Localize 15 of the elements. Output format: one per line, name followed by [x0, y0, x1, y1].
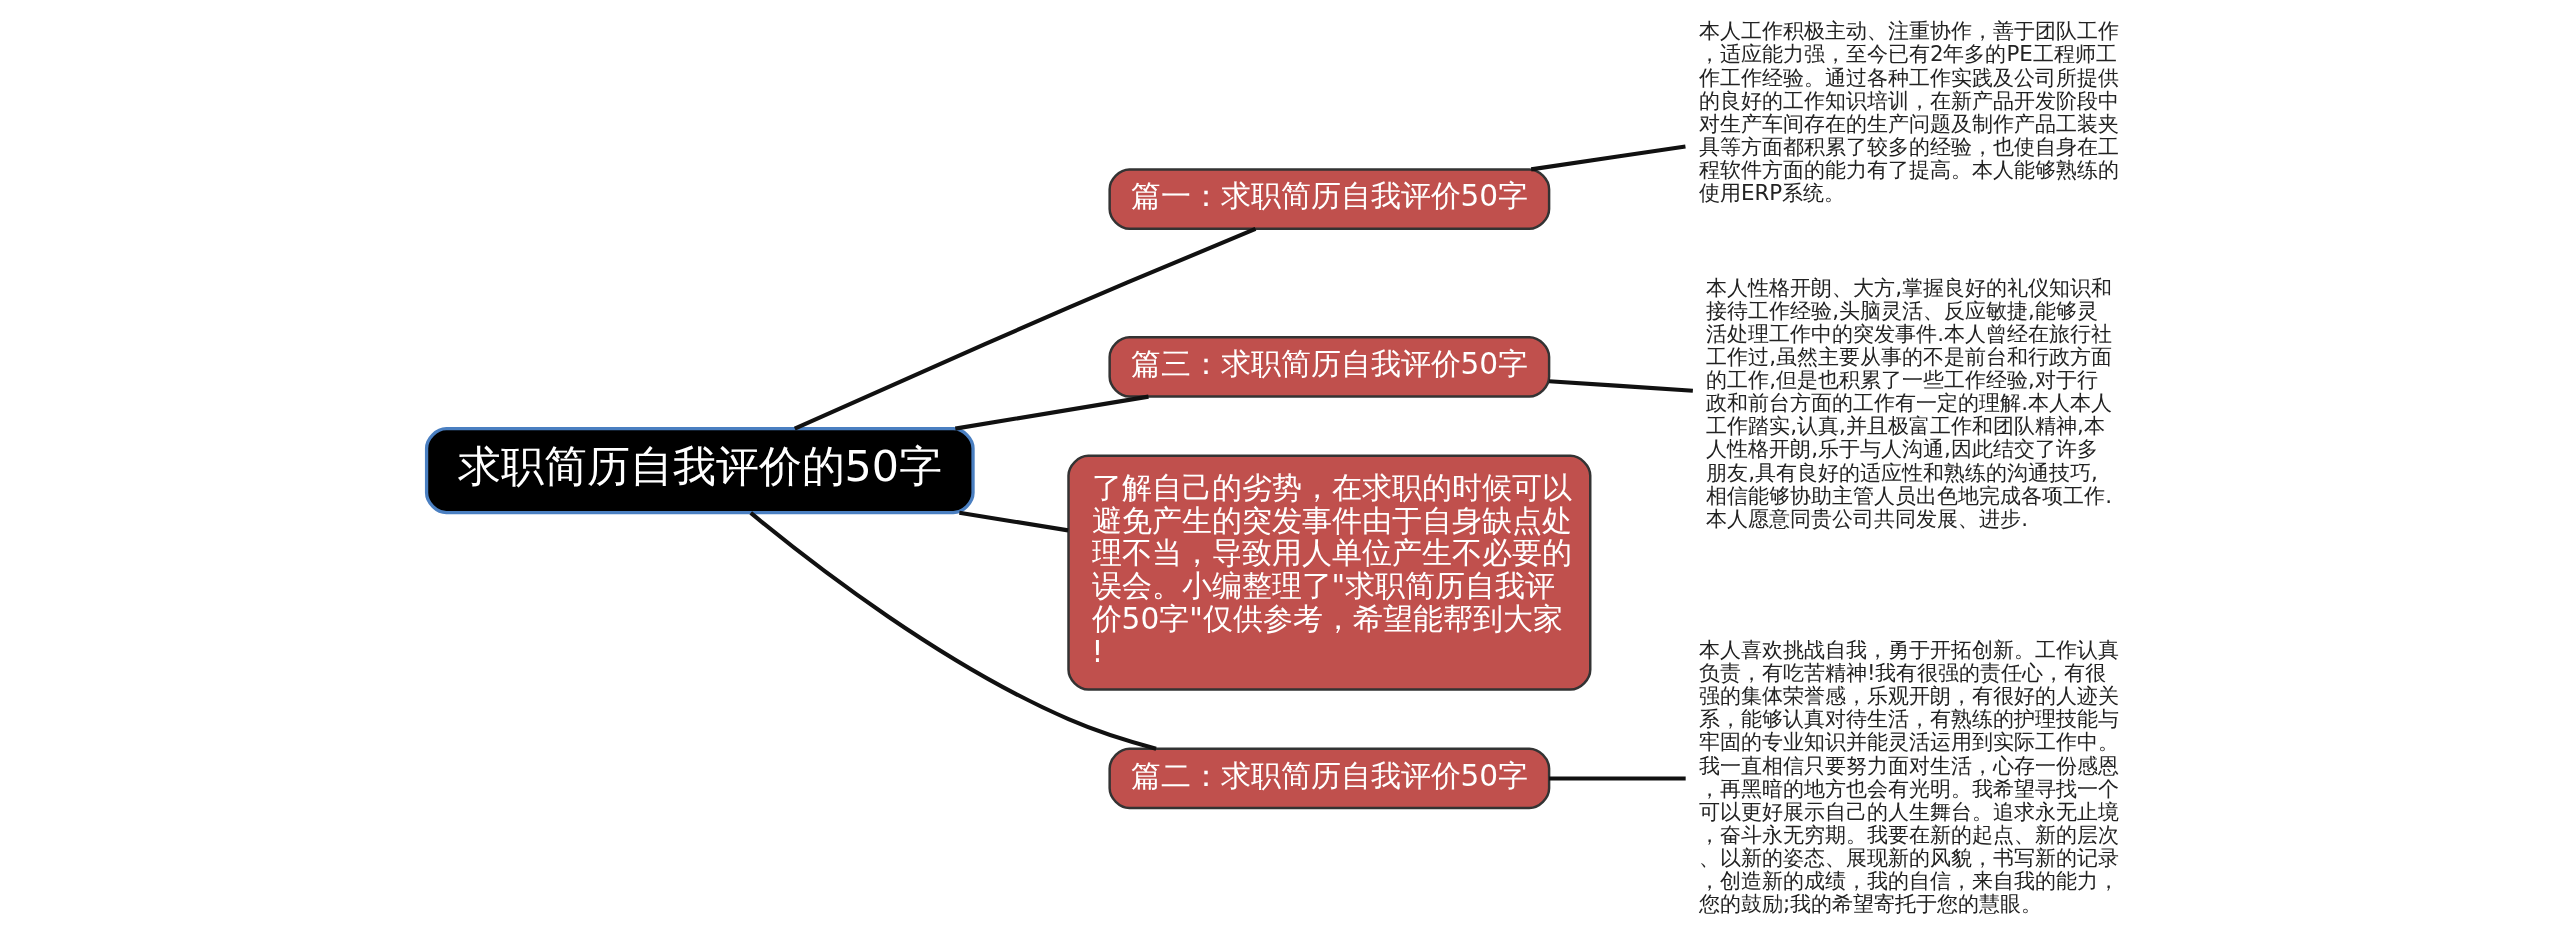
node-box: 了解自己的劣势，在求职的时候可以避免产生的突发事件由于自身缺点处理不当，导致用人单位产生不必要的误会。小编整理了"求职简历自我评价50字"仅供参考，希望能帮到大家!	[1067, 454, 1592, 691]
connector	[1549, 776, 1686, 781]
node-text: 本人工作积极主动、注重协作，善于团队工作，适应能力强，至今已有2年多的PE工程师工作工作经验。通过各种工作实践及公司所提供的良好的工作知识培训，在新产品开发阶段中对生产车间存在的生产问题及制作产品工装夹具等方面都积累了较多的经验，也使自身在工程软件方面的能力有了提高。本人能够熟练的使用ERP系统。	[1698, 18, 2119, 205]
connector	[793, 226, 1257, 431]
connector	[749, 511, 1157, 751]
node-text: 本人性格开朗、大方,掌握良好的礼仪知识和接待工作经验,头脑灵活、反应敏捷,能够灵活处理工作中的突发事件.本人曾经在旅行社工作过,虽然主要从事的不是前台和行政方面的工作,但是也积累了一些工作经验,对于行政和前台方面的工作有一定的理解.本人本人工作踏实,认真,并且极富工作和团队精神,本人性格开朗,乐于与人沟通,因此结交了许多朋友,具有良好的适应性和熟练的沟通技巧,相信能够协助主管人员出色地完成各项工作.本人愿意同贵公司共同发展、进步.	[1706, 275, 2113, 531]
connector	[1530, 144, 1686, 172]
node-box: 求职简历自我评价的50字	[424, 427, 975, 515]
node-box: 篇一：求职简历自我评价50字	[1108, 168, 1551, 230]
connector	[959, 510, 1069, 533]
connector	[954, 394, 1149, 431]
connector	[1549, 379, 1693, 393]
node-box: 篇二：求职简历自我评价50字	[1108, 747, 1551, 810]
node-text: 本人喜欢挑战自我，勇于开拓创新。工作认真负责，有吃苦精神!我有很强的责任心，有很强的集体荣誉感，乐观开朗，有很好的人迹关系，能够认真对待生活，有熟练的护理技能与牢固的专业知识并能灵活运用到实际工作中。我一直相信只要努力面对生活，心存一份感恩，再黑暗的地方也会有光明。我希望寻找一个可以更好展示自己的人生舞台。追求永无止境，奋斗永无穷期。我要在新的起点、新的层次、以新的姿态、展现新的风貌，书写新的记录，创造新的成绩，我的自信，来自我的能力，您的鼓励;我的希望寄托于您的慧眼。	[1698, 637, 2119, 916]
node-box: 篇三：求职简历自我评价50字	[1108, 336, 1551, 398]
